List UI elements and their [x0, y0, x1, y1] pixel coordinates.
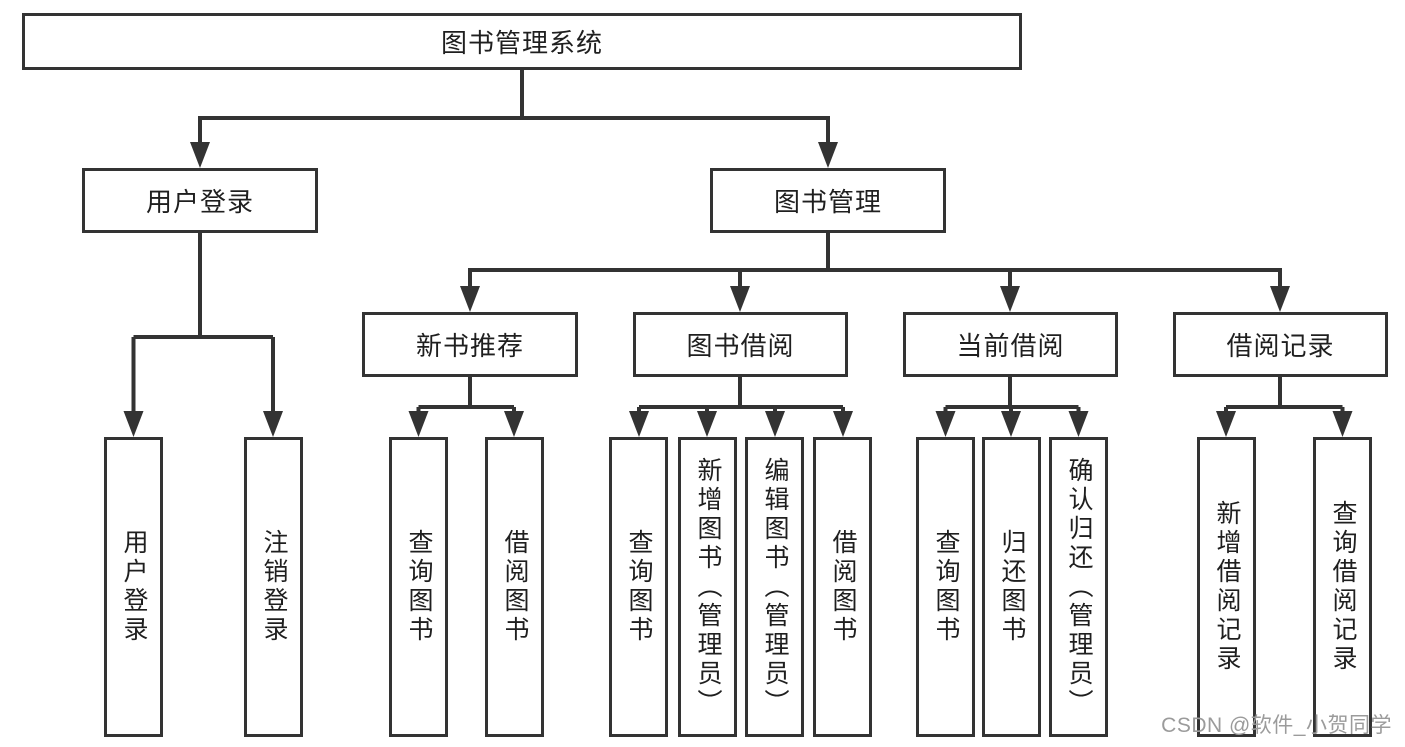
leaf-logout: 注销登录: [244, 437, 303, 737]
node-label: 借阅图书: [501, 529, 529, 645]
leaf-query-books-current: 查询图书: [916, 437, 975, 737]
leaf-borrow-books-recommend: 借阅图书: [485, 437, 544, 737]
node-label: 图书管理: [773, 187, 882, 217]
leaf-confirm-return-admin: 确认归还（管理员）: [1049, 437, 1108, 737]
leaf-add-borrow-record: 新增借阅记录: [1197, 437, 1256, 737]
leaf-user-login: 用户登录: [104, 437, 163, 737]
node-user-login: 用户登录: [82, 168, 318, 233]
leaf-query-books-borrowing: 查询图书: [609, 437, 668, 737]
node-label: 用户登录: [145, 187, 254, 217]
node-label: 注销登录: [260, 529, 288, 645]
node-label: 新书推荐: [415, 331, 524, 361]
csdn-watermark: CSDN @软件_小贺同学: [1161, 714, 1392, 737]
node-label: 用户登录: [120, 529, 148, 645]
leaf-borrow-books: 借阅图书: [813, 437, 872, 737]
node-label: 当前借阅: [956, 331, 1065, 361]
node-label: 查询图书: [405, 529, 433, 645]
node-label: 图书管理系统: [440, 28, 603, 58]
node-borrow-records: 借阅记录: [1173, 312, 1388, 377]
node-book-management: 图书管理: [710, 168, 946, 233]
node-label: 图书借阅: [686, 331, 795, 361]
leaf-add-books-admin: 新增图书（管理员）: [678, 437, 737, 737]
leaf-return-books: 归还图书: [982, 437, 1041, 737]
node-label: 确认归还（管理员）: [1065, 456, 1093, 718]
leaf-query-borrow-record: 查询借阅记录: [1313, 437, 1372, 737]
leaf-query-books-recommend: 查询图书: [389, 437, 448, 737]
node-label: 借阅图书: [829, 529, 857, 645]
node-label: 查询图书: [625, 529, 653, 645]
node-label: 新增借阅记录: [1213, 500, 1241, 674]
node-label: 借阅记录: [1226, 331, 1335, 361]
node-label: 查询图书: [932, 529, 960, 645]
node-label: 编辑图书（管理员）: [761, 456, 789, 718]
leaf-edit-books-admin: 编辑图书（管理员）: [745, 437, 804, 737]
node-label: 新增图书（管理员）: [694, 456, 722, 718]
node-label: 查询借阅记录: [1329, 500, 1357, 674]
node-current-borrowing: 当前借阅: [903, 312, 1118, 377]
node-root: 图书管理系统: [22, 13, 1022, 70]
node-new-book-recommend: 新书推荐: [362, 312, 578, 377]
node-label: 归还图书: [998, 529, 1026, 645]
node-book-borrowing: 图书借阅: [633, 312, 848, 377]
